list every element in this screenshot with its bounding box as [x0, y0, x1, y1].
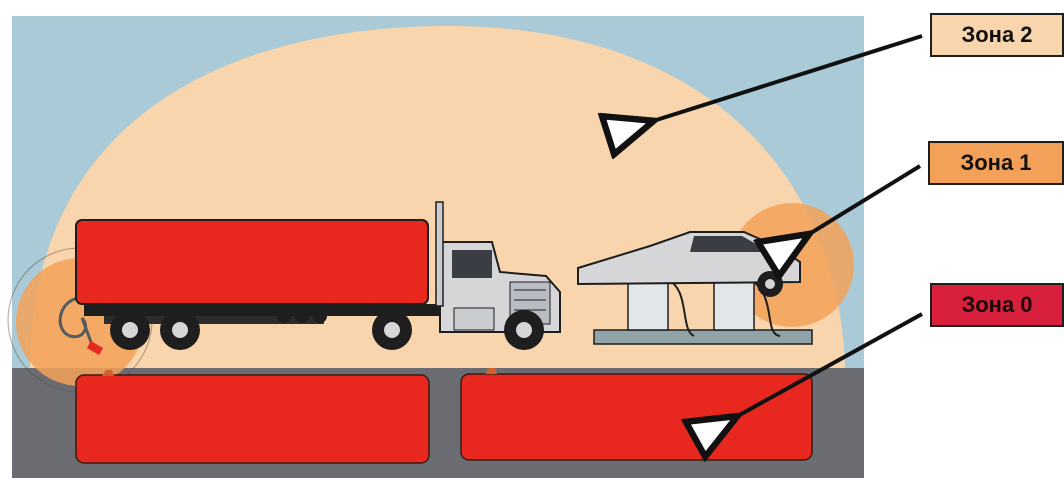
underground-tank-right — [461, 374, 812, 460]
underground-tank-left — [76, 375, 429, 463]
cab-window — [452, 250, 492, 278]
trailer-tank — [76, 220, 428, 304]
pump-island-base — [594, 330, 812, 344]
exhaust-stack — [436, 202, 443, 306]
zone0-label: Зона 0 — [930, 283, 1064, 327]
zone1-label: Зона 1 — [928, 141, 1064, 185]
zone2-label: Зона 2 — [930, 13, 1064, 57]
